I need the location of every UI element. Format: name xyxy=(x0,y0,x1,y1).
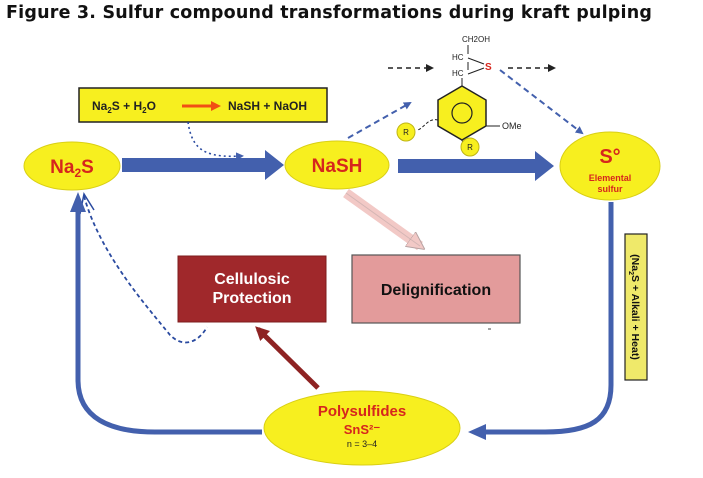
cellulosic-protection-box: Cellulosic Protection xyxy=(177,255,327,323)
r-bottom-circle xyxy=(460,137,480,157)
equation-dotted-arrow xyxy=(187,121,244,161)
dashed-curve-na2s-to-cellulosic xyxy=(83,195,208,344)
r-left-label: R xyxy=(403,128,409,137)
loop-polysulfides-to-na2s xyxy=(75,210,262,435)
nash-node: NaSH xyxy=(284,140,390,190)
sulfur-node: S° Elemental sulfur xyxy=(559,131,661,201)
arrow-polysulfides-to-cellulosic xyxy=(255,326,320,390)
nash-label: NaSH xyxy=(312,156,363,177)
equation-left: Na2S + H2O xyxy=(92,99,156,115)
loop-sulfur-to-polysulfides xyxy=(486,202,614,435)
equation-box: Na2S + H2O NaSH + NaOH xyxy=(78,87,328,123)
na2s-node: Na2S xyxy=(23,141,121,191)
dashed-arrow-molecule-to-sulfur xyxy=(499,69,584,135)
equation-right: NaSH + NaOH xyxy=(228,99,307,113)
lignin-molecule: CH2OH HC HC S OMe R R xyxy=(388,35,556,157)
sulfur-line1: Elemental xyxy=(589,173,632,183)
figure-title: Figure 3. Sulfur compound transformation… xyxy=(6,3,653,23)
sulfur-line2: sulfur xyxy=(597,184,622,194)
delignification-label: Delignification xyxy=(381,282,491,299)
reaction-conditions-text: (Na2S + Alkali + Heat) xyxy=(627,254,641,360)
sulfur-symbol: S° xyxy=(599,146,620,168)
r-left-circle xyxy=(396,122,416,142)
cellulosic-line2: Protection xyxy=(212,290,291,307)
polysulfides-node: Polysulfides SnS²⁻ n = 3–4 xyxy=(263,390,461,466)
na2s-label: Na2S xyxy=(50,157,94,180)
arrow-na2s-to-nash xyxy=(122,150,284,180)
s-bridge-label: S xyxy=(485,62,492,73)
polysulfides-formula: SnS²⁻ xyxy=(344,422,381,437)
polysulfides-title: Polysulfides xyxy=(318,403,406,420)
ome-label: OMe xyxy=(502,121,522,131)
delignification-box: Delignification xyxy=(351,254,521,324)
hc-top-label: HC xyxy=(452,53,464,62)
r-bottom-label: R xyxy=(467,143,473,152)
arrow-nash-to-sulfur xyxy=(398,151,554,181)
benzene-ring xyxy=(437,85,487,141)
polysulfides-n-range: n = 3–4 xyxy=(347,439,377,449)
dashed-arrow-nash-to-molecule xyxy=(347,102,412,139)
cellulosic-line1: Cellulosic xyxy=(214,271,290,288)
reaction-conditions-label: (Na2S + Alkali + Heat) xyxy=(624,233,648,381)
hc-bottom-label: HC xyxy=(452,69,464,78)
ch2oh-label: CH2OH xyxy=(462,35,490,44)
